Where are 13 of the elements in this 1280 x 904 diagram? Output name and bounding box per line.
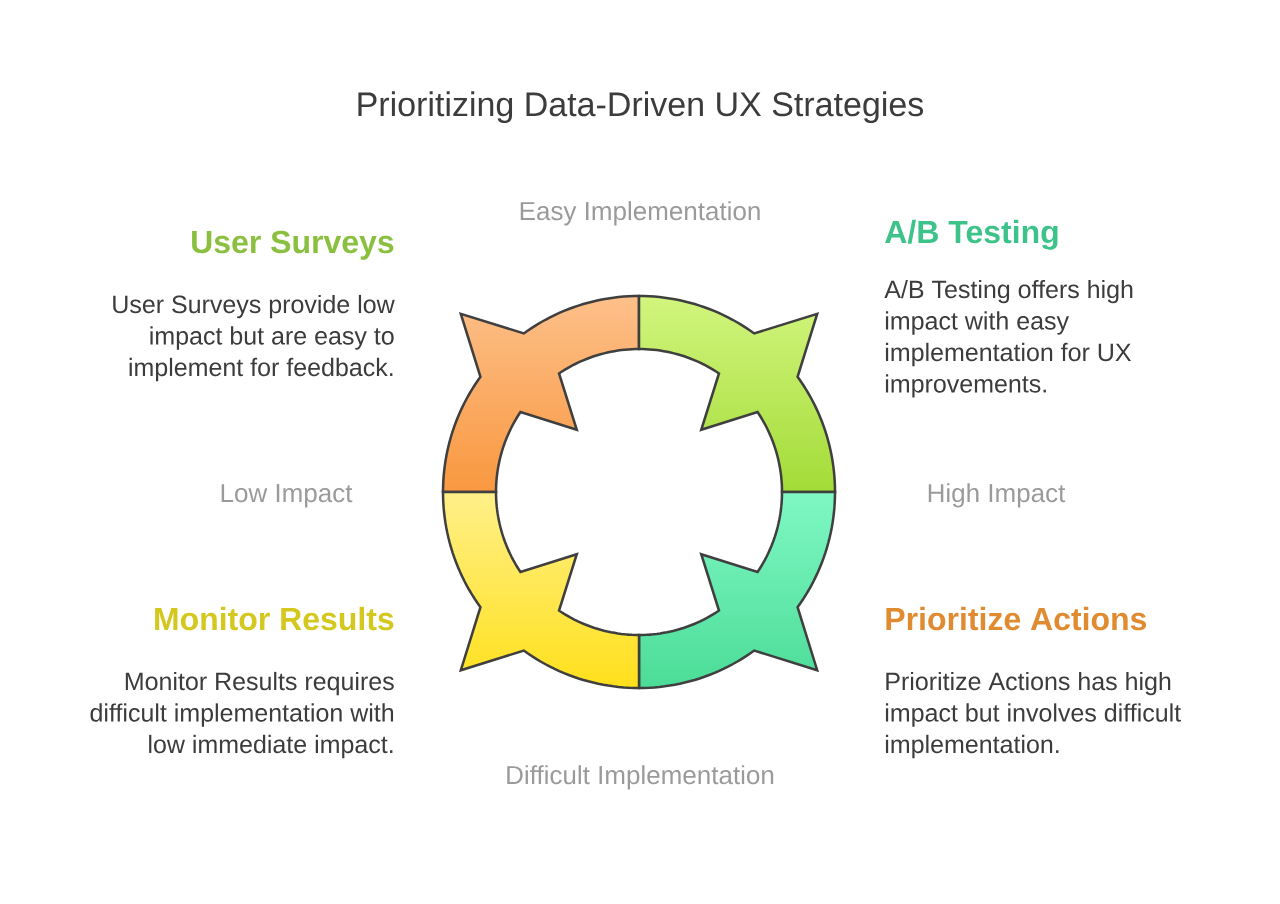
heading: User Surveys: [192, 230, 394, 260]
axis-label: Difficult Implementation: [507, 765, 774, 790]
description-text: Monitor Results requires difficult implementation with low immediate impact.: [90, 671, 394, 759]
title: Prioritizing Data-Driven UX Strategies: [358, 91, 924, 124]
description-text: Prioritize Actions has high impact but involves difficult implementation.: [885, 671, 1181, 759]
heading: Prioritize Actions: [886, 606, 1147, 631]
description-text: User Surveys provide low impact but are easy to implement for feedback.: [113, 294, 395, 382]
axis-label: Easy Implementation: [520, 201, 760, 226]
description-text: A/B Testing offers high impact with easy implementation for UX improvements.: [884, 279, 1133, 398]
heading: Monitor Results: [155, 606, 394, 631]
axis-label: High Impact: [928, 483, 1066, 508]
axis-label: Low Impact: [221, 484, 353, 508]
heading: A/B Testing: [885, 219, 1058, 250]
